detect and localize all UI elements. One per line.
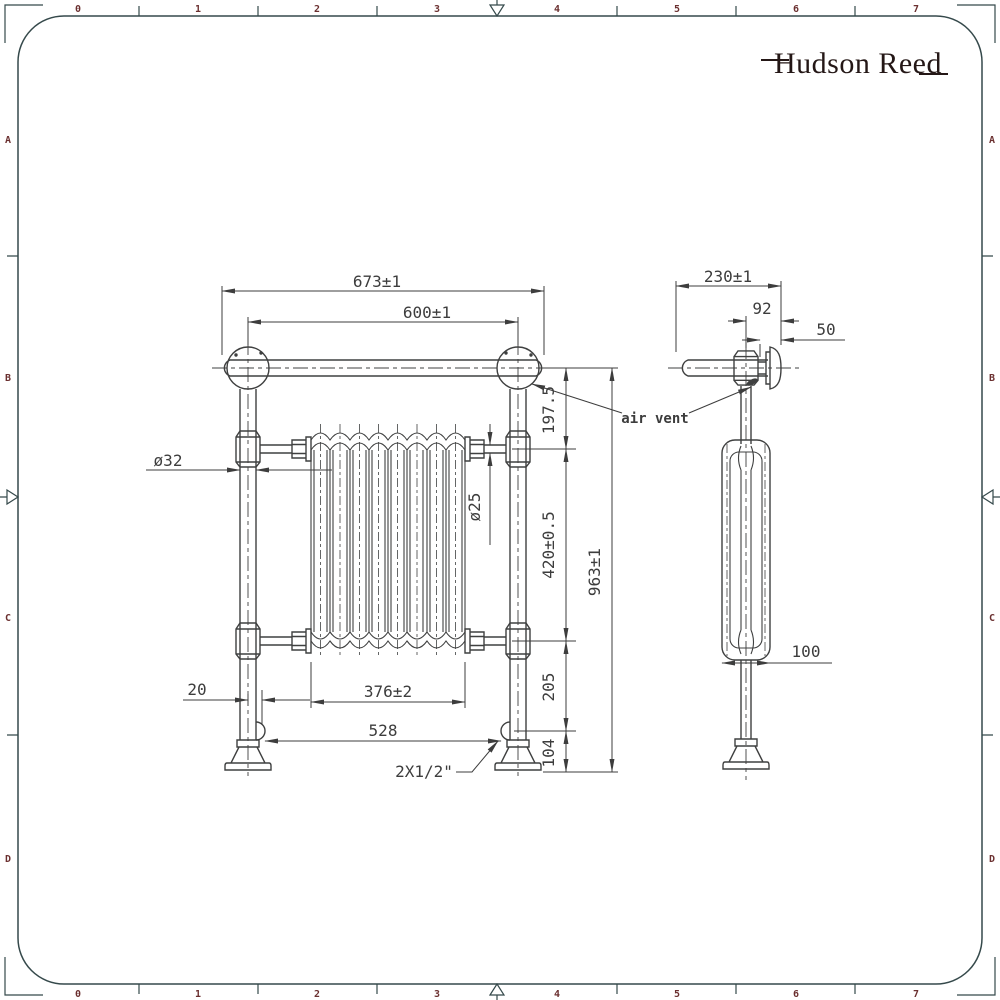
core-column-boundaries — [310, 450, 466, 632]
bottom-ruler-ticks — [138, 984, 856, 994]
ruler-top-1: 1 — [195, 4, 201, 15]
dim-side-offset: 20 — [187, 680, 206, 699]
front-view-dimensions: 673±1 600±1 197.5 420±0.5 205 104 963±1 … — [146, 272, 752, 781]
core-column-inner-lines — [313, 450, 463, 632]
corner-marks — [4, 4, 996, 996]
ext-92 — [745, 316, 782, 348]
ruler-top-6: 6 — [793, 4, 799, 15]
ruler-top-5: 5 — [674, 4, 680, 15]
ruler-left-c: C — [5, 613, 11, 624]
air-vent-leader-left — [531, 383, 623, 414]
dim-valve-height: 104 — [539, 739, 558, 768]
dim-wall-distance: 50 — [816, 320, 835, 339]
nut-top-left — [291, 436, 312, 462]
left-flange — [226, 346, 270, 390]
dim-rail-span: 600±1 — [403, 303, 451, 322]
wall-bracket — [758, 346, 782, 390]
nut-top-right — [464, 436, 485, 462]
ruler-bottom-3: 3 — [434, 989, 440, 1000]
ruler-bottom-4: 4 — [554, 989, 560, 1000]
dim-overall-height: 963±1 — [585, 548, 604, 596]
ruler-left-d: D — [5, 854, 11, 865]
vertical-pipes — [239, 389, 527, 740]
dim-connection: 2X1/2" — [395, 762, 453, 781]
dim-valve-span: 528 — [369, 721, 398, 740]
pipe-centerlines — [247, 340, 519, 776]
ext-600 — [247, 317, 519, 345]
dim-pipe-diameter: ø32 — [154, 451, 183, 470]
side-body-hidden-centerlines — [726, 444, 766, 656]
ruler-right-a: A — [989, 135, 995, 146]
side-rail — [681, 359, 768, 377]
ext-673 — [221, 286, 545, 355]
right-flange — [496, 346, 540, 390]
ruler-right-b: B — [989, 373, 995, 384]
ruler-top-3: 3 — [434, 4, 440, 15]
side-body-inner — [729, 451, 763, 649]
ruler-top-2: 2 — [314, 4, 320, 15]
side-column-profile — [737, 445, 755, 655]
ruler-top-4: 4 — [554, 4, 560, 15]
side-body-outline — [721, 439, 771, 661]
top-center-marker-icon — [488, 0, 506, 18]
ruler-left-a: A — [5, 135, 11, 146]
ruler-bottom-2: 2 — [314, 989, 320, 1000]
top-ruler-ticks — [138, 6, 856, 16]
ruler-right-d: D — [989, 854, 995, 865]
ruler-bottom-1: 1 — [195, 989, 201, 1000]
brand-name: Hudson Reed — [774, 47, 942, 80]
nut-bottom-right — [464, 628, 485, 654]
front-view — [212, 340, 556, 776]
connection-stubs — [260, 444, 506, 646]
core-column-centerlines — [320, 424, 456, 658]
left-ruler-ticks — [7, 255, 18, 736]
core-bottom-scallop-outer — [310, 640, 466, 649]
nut-bottom-left — [291, 628, 312, 654]
dim-overall-depth: 230±1 — [704, 267, 752, 286]
ruler-top-7: 7 — [913, 4, 919, 15]
ext-20 — [247, 690, 263, 724]
dim-bracket-offset: 92 — [752, 299, 771, 318]
air-vent-plug — [746, 378, 758, 386]
side-view — [668, 344, 800, 780]
right-center-marker-icon — [980, 488, 1000, 506]
air-vent-label: air vent — [621, 411, 688, 427]
core-top-scallop-outer — [310, 432, 466, 441]
dim-core-height: 420±0.5 — [539, 511, 558, 578]
bottom-center-marker-icon — [488, 982, 506, 1000]
border-rect — [17, 15, 983, 985]
ruler-right-c: C — [989, 613, 995, 624]
dim-top-offset: 197.5 — [539, 386, 558, 434]
ruler-top-0: 0 — [75, 4, 81, 15]
ext-right-levels — [512, 367, 618, 773]
ruler-bottom-7: 7 — [913, 989, 919, 1000]
side-leg — [740, 660, 752, 739]
flange-screws — [234, 351, 533, 357]
connection-leader — [456, 740, 499, 773]
dim-stub-diameter: ø25 — [465, 493, 484, 522]
right-ruler-ticks — [982, 255, 993, 736]
dim-body-depth: 100 — [792, 642, 821, 661]
dim-lower-height: 205 — [539, 673, 558, 702]
dim-overall-width: 673±1 — [353, 272, 401, 291]
brand-logo: Hudson Reed — [761, 47, 948, 80]
left-center-marker-icon — [0, 488, 20, 506]
core-bottom-scallop-inner — [310, 631, 466, 640]
dim-core-width: 376±2 — [364, 682, 412, 701]
ruler-bottom-5: 5 — [674, 989, 680, 1000]
towel-rail — [223, 359, 543, 377]
ruler-left-b: B — [5, 373, 11, 384]
side-view-dimensions: 230±1 92 50 100 — [675, 267, 845, 666]
side-post-upper — [740, 386, 752, 444]
ruler-bottom-0: 0 — [75, 989, 81, 1000]
ruler-bottom-6: 6 — [793, 989, 799, 1000]
core-top-scallop-inner — [310, 442, 466, 451]
